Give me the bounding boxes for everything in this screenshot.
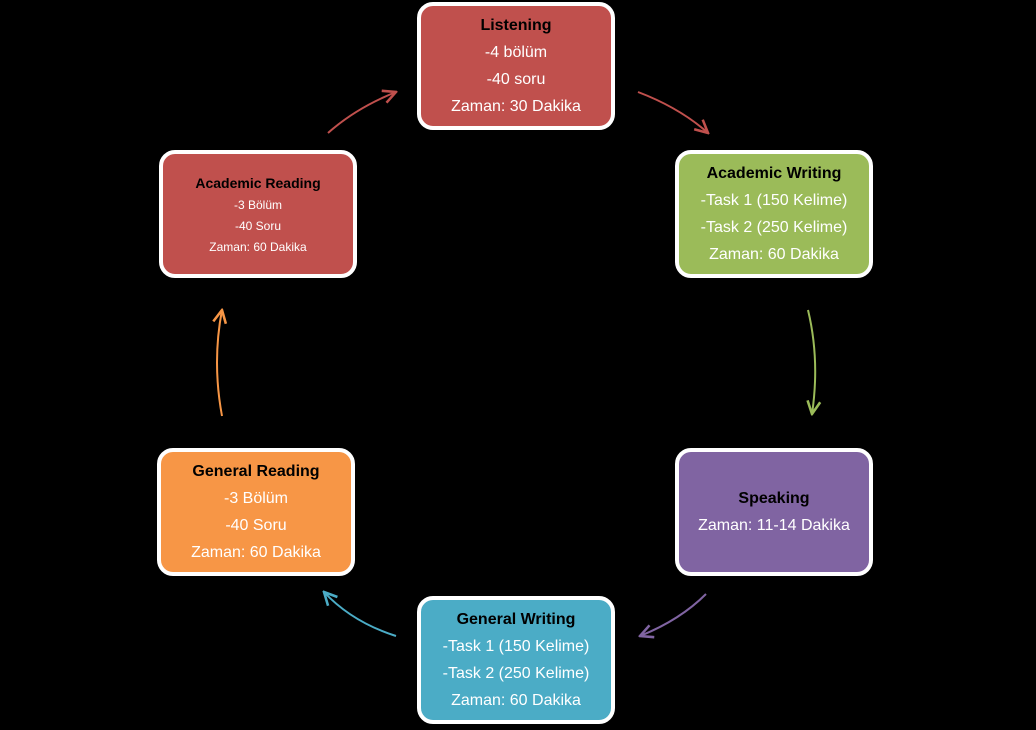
arrow-academic-writing-to-speaking [808, 309, 815, 414]
general-writing-line-3: Zaman: 60 Dakika [451, 691, 581, 709]
listening-title: Listening [480, 16, 552, 34]
arrow-general-writing-to-general-reading [324, 592, 397, 637]
academic-writing-line-2: -Task 2 (250 Kelime) [700, 218, 848, 236]
speaking-box: Speaking Zaman: 11-14 Dakika [675, 448, 873, 576]
general-reading-box: General Reading -3 Bölüm -40 Soru Zaman:… [157, 448, 355, 576]
academic-writing-box: Academic Writing -Task 1 (150 Kelime) -T… [675, 150, 873, 278]
arrow-speaking-to-general-writing [640, 593, 707, 636]
speaking-title: Speaking [738, 489, 810, 507]
arrow-general-reading-to-academic-reading [217, 310, 222, 417]
academic-reading-title: Academic Reading [195, 174, 321, 191]
academic-reading-box: Academic Reading -3 Bölüm -40 Soru Zaman… [159, 150, 357, 278]
listening-line-3: Zaman: 30 Dakika [451, 97, 581, 115]
listening-line-1: -4 bölüm [484, 43, 548, 61]
general-writing-box: General Writing -Task 1 (150 Kelime) -Ta… [417, 596, 615, 724]
general-writing-line-1: -Task 1 (150 Kelime) [442, 637, 590, 655]
academic-reading-line-1: -3 Bölüm [233, 197, 283, 212]
academic-writing-line-3: Zaman: 60 Dakika [709, 245, 839, 263]
general-reading-line-2: -40 Soru [225, 516, 287, 534]
arrow-listening-to-academic-writing [637, 91, 708, 133]
general-reading-line-1: -3 Bölüm [223, 489, 289, 507]
academic-reading-line-2: -40 Soru [234, 218, 282, 233]
academic-writing-title: Academic Writing [706, 164, 842, 182]
academic-reading-line-3: Zaman: 60 Dakika [209, 239, 307, 254]
speaking-line-1: Zaman: 11-14 Dakika [698, 516, 850, 534]
listening-box: Listening -4 bölüm -40 soru Zaman: 30 Da… [417, 2, 615, 130]
arrow-academic-reading-to-listening [327, 92, 396, 134]
listening-line-2: -40 soru [486, 70, 546, 88]
general-reading-line-3: Zaman: 60 Dakika [191, 543, 321, 561]
general-writing-line-2: -Task 2 (250 Kelime) [442, 664, 590, 682]
general-reading-title: General Reading [192, 462, 320, 480]
general-writing-title: General Writing [456, 610, 576, 628]
academic-writing-line-1: -Task 1 (150 Kelime) [700, 191, 848, 209]
